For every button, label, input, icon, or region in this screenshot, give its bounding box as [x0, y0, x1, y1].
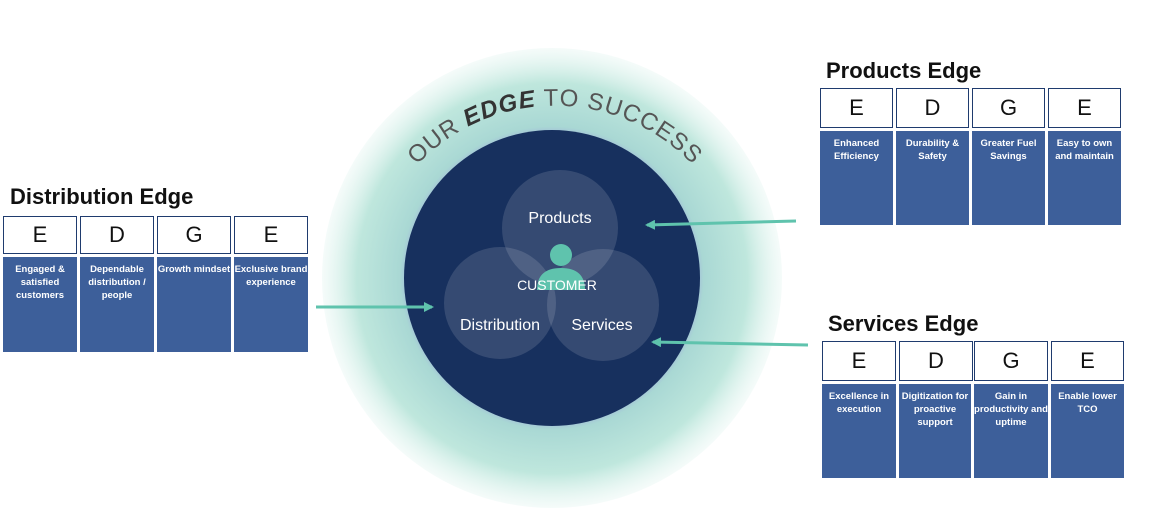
distribution-edge-group: Distribution Edge E D G E Engaged & sati…: [3, 184, 313, 354]
distribution-letter-e2: E: [234, 216, 308, 254]
products-letter-e1: E: [820, 88, 893, 128]
products-label: Products: [528, 210, 591, 227]
services-desc-1: Excellence in execution: [822, 384, 896, 478]
products-desc-2: Durability & Safety: [896, 131, 969, 225]
services-circle: [547, 249, 659, 361]
distribution-circle: [444, 247, 556, 359]
products-desc-3: Greater Fuel Savings: [972, 131, 1045, 225]
venn-circles: [444, 170, 659, 361]
products-edge-title: Products Edge: [826, 58, 982, 83]
services-arrow: [651, 337, 809, 348]
distribution-letter-g: G: [157, 216, 231, 254]
services-letter-e1: E: [822, 341, 896, 381]
services-letter-e2: E: [1051, 341, 1124, 381]
distribution-desc-4: Exclusive brand experience: [234, 257, 308, 352]
distribution-label: Distribution: [460, 317, 540, 334]
services-letter-g: G: [974, 341, 1048, 381]
distribution-desc-1: Engaged & satisfied customers: [3, 257, 77, 352]
services-edge-group: Services Edge E D G E Excellence in exec…: [822, 311, 1127, 481]
customer-icon: [537, 244, 585, 290]
distribution-desc-2: Dependable distribution / people: [80, 257, 154, 352]
distribution-edge-title: Distribution Edge: [10, 184, 194, 209]
distribution-desc-3: Growth mindset: [157, 257, 231, 352]
products-desc-4: Easy to own and maintain: [1048, 131, 1121, 225]
services-letter-d: D: [899, 341, 973, 381]
services-label: Services: [571, 317, 632, 334]
products-edge-group: Products Edge E D G E Enhanced Efficienc…: [820, 58, 1125, 228]
distribution-letter-e1: E: [3, 216, 77, 254]
products-arrow: [645, 219, 797, 230]
services-desc-3: Gain in productivity and uptime: [974, 384, 1048, 478]
products-desc-1: Enhanced Efficiency: [820, 131, 893, 225]
products-letter-g: G: [972, 88, 1045, 128]
products-letter-e2: E: [1048, 88, 1121, 128]
distribution-letter-d: D: [80, 216, 154, 254]
products-circle: [502, 170, 618, 286]
services-desc-2: Digitization for proactive support: [899, 384, 971, 478]
arrows: [316, 219, 809, 348]
services-edge-title: Services Edge: [828, 311, 979, 336]
products-letter-d: D: [896, 88, 969, 128]
services-desc-4: Enable lower TCO: [1051, 384, 1124, 478]
customer-label: CUSTOMER: [517, 277, 597, 293]
